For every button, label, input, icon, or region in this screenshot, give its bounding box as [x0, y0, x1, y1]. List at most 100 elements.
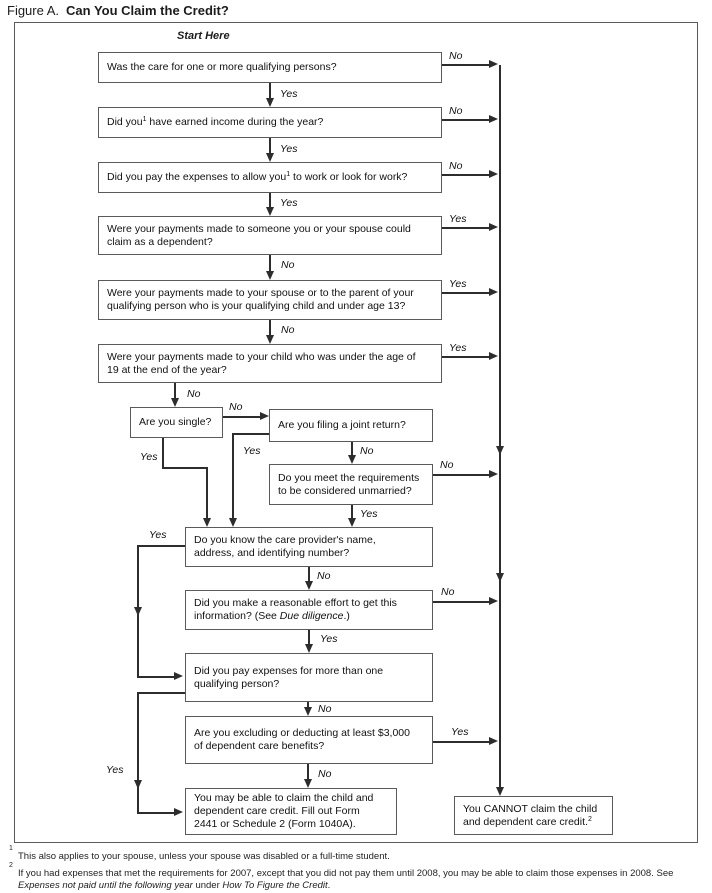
- arrow-down-icon: [348, 518, 356, 527]
- arrow-down-icon: [496, 573, 504, 582]
- connector-line: [269, 193, 271, 208]
- arrow-down-icon: [266, 98, 274, 107]
- connector-line: [232, 433, 269, 435]
- connector-line: [269, 83, 271, 99]
- connector-line: [174, 383, 176, 399]
- arrow-down-icon: [304, 779, 312, 788]
- connector-line: [137, 676, 175, 678]
- figure-heading: Can You Claim the Credit?: [66, 3, 229, 18]
- edge-label-yes: Yes: [280, 143, 298, 155]
- connector-line: [269, 320, 271, 336]
- connector-line: [269, 255, 271, 272]
- connector-line: [137, 692, 185, 694]
- connector-line: [442, 119, 490, 121]
- edge-label-no: No: [441, 586, 455, 598]
- connector-line: [442, 64, 490, 66]
- connector-line: [307, 702, 309, 709]
- arrow-right-icon: [489, 60, 498, 68]
- connector-line: [232, 433, 234, 520]
- arrow-down-icon: [134, 780, 142, 789]
- connector-line: [433, 601, 490, 603]
- edge-label-no: No: [449, 160, 463, 172]
- edge-label-yes: Yes: [140, 451, 158, 463]
- figure-title: Figure A. Can You Claim the Credit?: [7, 3, 229, 18]
- edge-label-no: No: [317, 570, 331, 582]
- connector-line: [351, 505, 353, 519]
- edge-label-no: No: [281, 324, 295, 336]
- arrow-right-icon: [174, 672, 183, 680]
- figure-label: Figure A.: [7, 3, 60, 18]
- connector-line: [351, 442, 353, 456]
- connector-line: [307, 764, 309, 781]
- question-box-are-you-single: Are you single?: [130, 407, 223, 438]
- edge-label-yes: Yes: [451, 726, 469, 738]
- start-here-label: Start Here: [177, 30, 230, 42]
- connector-line: [223, 416, 261, 418]
- question-box-earned-income: Did you1 have earned income during the y…: [98, 107, 442, 138]
- edge-label-yes: Yes: [449, 213, 467, 225]
- edge-label-no: No: [360, 445, 374, 457]
- connector-line: [308, 567, 310, 582]
- edge-label-yes: Yes: [280, 88, 298, 100]
- arrow-down-icon: [134, 607, 142, 616]
- edge-label-yes: Yes: [320, 633, 338, 645]
- edge-label-no: No: [440, 459, 454, 471]
- arrow-right-icon: [489, 170, 498, 178]
- connector-line: [442, 292, 490, 294]
- edge-label-yes: Yes: [449, 342, 467, 354]
- arrow-down-icon: [305, 644, 313, 653]
- arrow-down-icon: [304, 707, 312, 716]
- arrow-down-icon: [266, 153, 274, 162]
- connector-line: [137, 545, 185, 547]
- question-box-payments-spouse-parent: Were your payments made to your spouse o…: [98, 280, 442, 320]
- connector-line: [308, 630, 310, 645]
- connector-line: [442, 356, 490, 358]
- edge-label-yes: Yes: [360, 508, 378, 520]
- question-box-payments-dependent: Were your payments made to someone you o…: [98, 216, 442, 255]
- edge-label-no: No: [281, 259, 295, 271]
- arrow-down-icon: [496, 446, 504, 455]
- question-box-dependent-care-benefits: Are you excluding or deducting at least …: [185, 716, 433, 764]
- question-box-expenses-to-work: Did you pay the expenses to allow you1 t…: [98, 162, 442, 193]
- connector-line: [442, 174, 490, 176]
- connector-line: [206, 467, 208, 520]
- result-box-may-claim: You may be able to claim the child and d…: [185, 788, 397, 835]
- arrow-down-icon: [266, 271, 274, 280]
- arrow-down-icon: [203, 518, 211, 527]
- arrow-right-icon: [489, 470, 498, 478]
- arrow-right-icon: [489, 288, 498, 296]
- connector-line: [137, 812, 175, 814]
- edge-label-no: No: [449, 50, 463, 62]
- arrow-down-icon: [171, 398, 179, 407]
- edge-label-yes: Yes: [449, 278, 467, 290]
- arrow-down-icon: [266, 335, 274, 344]
- arrow-right-icon: [489, 597, 498, 605]
- question-box-more-than-one-person: Did you pay expenses for more than one q…: [185, 653, 433, 702]
- question-box-joint-return: Are you filing a joint return?: [269, 409, 433, 442]
- question-box-know-care-provider: Do you know the care provider's name, ad…: [185, 527, 433, 567]
- connector-line: [433, 474, 490, 476]
- edge-label-yes: Yes: [243, 445, 261, 457]
- connector-line: [162, 438, 164, 468]
- edge-label-yes: Yes: [280, 197, 298, 209]
- connector-line: [269, 138, 271, 154]
- question-box-reasonable-effort: Did you make a reasonable effort to get …: [185, 590, 433, 630]
- arrow-right-icon: [489, 352, 498, 360]
- arrow-down-icon: [229, 518, 237, 527]
- arrow-right-icon: [489, 223, 498, 231]
- connector-line: [162, 467, 207, 469]
- arrow-right-icon: [174, 808, 183, 816]
- arrow-down-icon: [266, 207, 274, 216]
- cannot-claim-collector-line: [499, 65, 501, 788]
- arrow-down-icon: [305, 581, 313, 590]
- question-box-qualifying-persons: Was the care for one or more qualifying …: [98, 52, 442, 83]
- arrow-right-icon: [260, 412, 269, 420]
- question-box-payments-child-under-19: Were your payments made to your child wh…: [98, 344, 442, 383]
- arrow-down-icon: [496, 787, 504, 796]
- edge-label-yes: Yes: [149, 529, 167, 541]
- question-box-considered-unmarried: Do you meet the requirements to be consi…: [269, 464, 433, 505]
- connector-line: [137, 693, 139, 813]
